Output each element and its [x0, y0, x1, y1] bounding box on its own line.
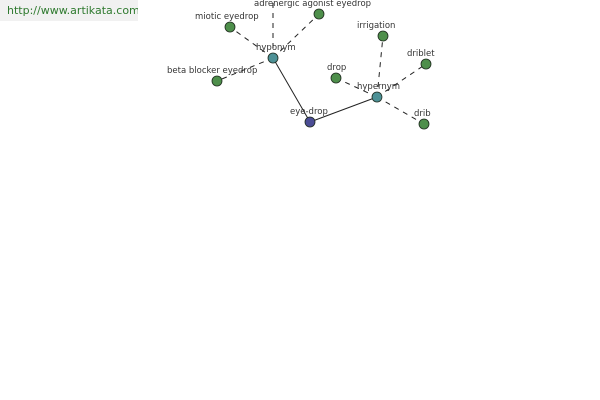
edge-eyedrop-hyponym — [272, 57, 311, 123]
source-url-banner[interactable]: http://www.artikata.com — [0, 0, 138, 21]
label-drop: drop — [327, 63, 346, 73]
edge-hypernym-driblet — [376, 63, 427, 98]
label-drib: drib — [414, 109, 431, 119]
label-hyponym: hyponym — [256, 43, 296, 53]
node-irrigation[interactable] — [377, 30, 389, 42]
node-beta-blocker-eyedrop[interactable] — [211, 75, 223, 87]
node-miotic-eyedrop[interactable] — [224, 21, 236, 33]
label-irrigation: irrigation — [357, 21, 395, 31]
node-hypernym[interactable] — [371, 91, 383, 103]
edge-hyponym-beta-blocker — [216, 57, 274, 82]
node-adrenergic-agonist-eyedrop[interactable] — [313, 8, 325, 20]
node-eye-drop[interactable] — [304, 116, 316, 128]
edge-hyponym-agonist — [272, 13, 320, 59]
edge-eyedrop-hypernym — [309, 96, 378, 123]
label-hypernym: hypernym — [357, 82, 400, 92]
edge-hypernym-drop — [335, 77, 378, 98]
node-driblet[interactable] — [420, 58, 432, 70]
node-hyponym[interactable] — [267, 52, 279, 64]
label-adrenergic-agonist-eyedrop: adrenergic agonist eyedrop — [254, 0, 371, 9]
edge-hypernym-irrigation — [376, 35, 384, 98]
label-beta-blocker-eyedrop: beta blocker eyedrop — [167, 66, 257, 76]
label-miotic-eyedrop: miotic eyedrop — [195, 12, 259, 22]
label-eye-drop: eye-drop — [290, 107, 328, 117]
edge-hyponym-miotic — [229, 26, 274, 59]
node-drib[interactable] — [418, 118, 430, 130]
label-driblet: driblet — [407, 49, 435, 59]
node-drop[interactable] — [330, 72, 342, 84]
